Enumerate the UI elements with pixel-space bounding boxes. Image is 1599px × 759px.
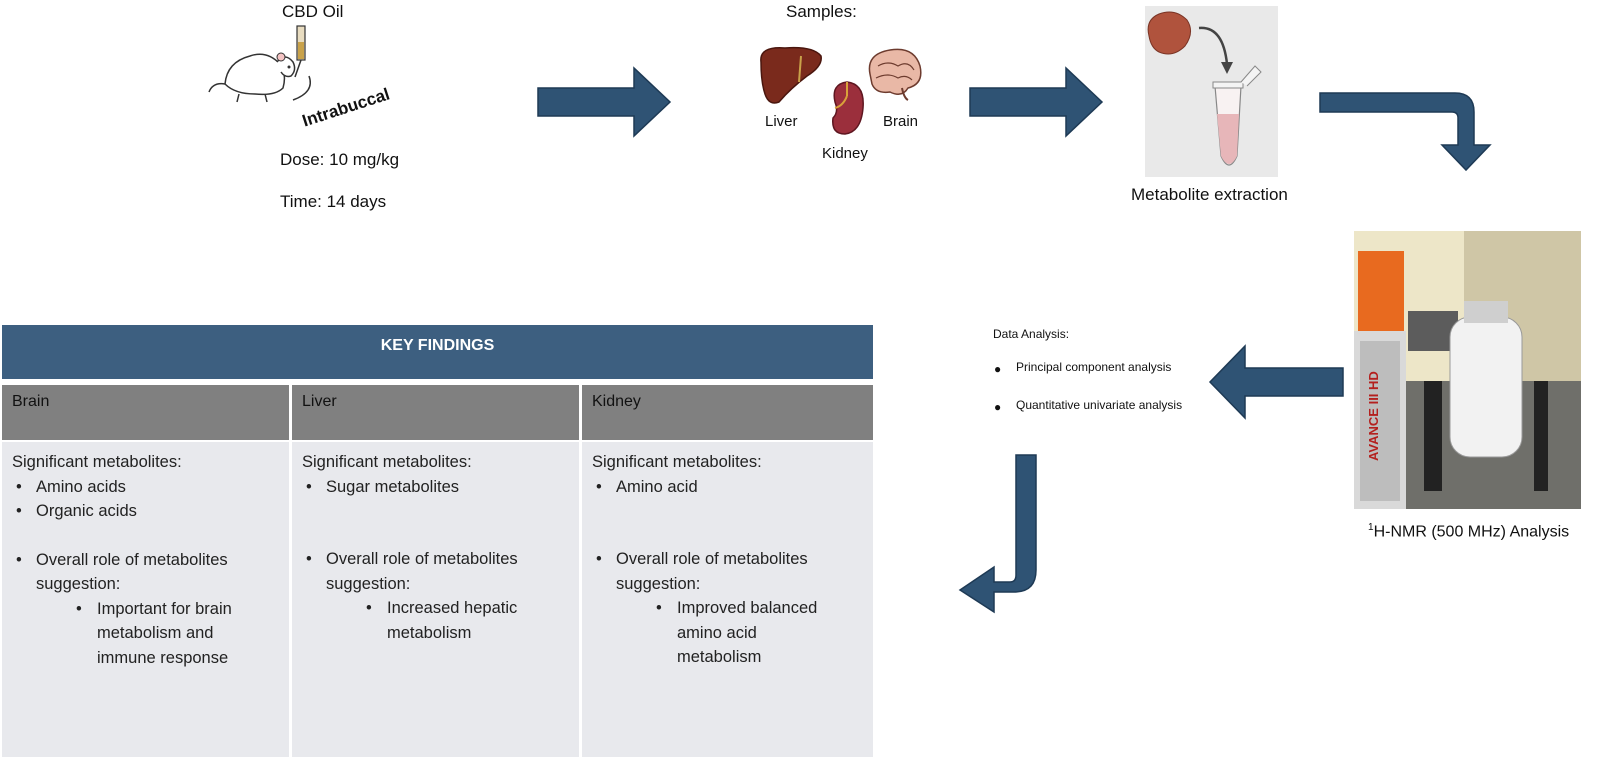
role-text: immune response	[97, 648, 229, 667]
kidney-icon	[832, 81, 864, 135]
analysis-item-pca: Principal component analysis	[1016, 360, 1172, 374]
arrow-right-1	[537, 66, 672, 138]
sig-title: Significant metabolites:	[592, 453, 762, 471]
bullet-icon: ●	[994, 362, 1002, 376]
role-line: suggestion:	[36, 575, 121, 593]
rat-icon	[208, 25, 311, 103]
arrow-right-2	[969, 66, 1104, 138]
arrow-bend-left	[958, 454, 1037, 614]
extraction-image	[1145, 6, 1278, 177]
role-text: metabolism	[677, 648, 762, 666]
role-heading: Overall role of metabolites suggestion:	[12, 548, 279, 597]
list-item: Sugar metabolites	[302, 475, 569, 500]
role-heading: Overall role of metabolites suggestion:	[302, 547, 569, 596]
role-text: Important for brain	[97, 599, 232, 618]
role-text: metabolism and	[97, 624, 214, 642]
nmr-analysis-label: 1H-NMR (500 MHz) Analysis	[1368, 522, 1569, 541]
column-body-brain: Significant metabolites: Amino acids Org…	[2, 442, 289, 757]
role-heading: Overall role of metabolites suggestion:	[592, 547, 863, 596]
analysis-item-univariate: Quantitative univariate analysis	[1016, 398, 1183, 412]
role-item: Improved balanced amino acid metabolism	[592, 596, 863, 670]
role-text: Increased hepatic	[387, 599, 518, 617]
column-header-liver: Liver	[292, 385, 579, 440]
liver-label: Liver	[765, 113, 798, 130]
role-item: Increased hepatic metabolism	[302, 596, 569, 645]
sig-title: Significant metabolites:	[302, 453, 472, 471]
list-item: Amino acids	[12, 475, 279, 500]
column-body-liver: Significant metabolites: Sugar metabolit…	[292, 442, 579, 757]
brain-label: Brain	[883, 113, 919, 130]
role-text: amino acid	[677, 623, 757, 642]
kidney-label: Kidney	[822, 145, 868, 162]
list-item: Organic acids	[12, 499, 279, 524]
role-line: suggestion:	[326, 574, 411, 593]
cbd-oil-title: CBD Oil	[282, 2, 344, 21]
key-findings-header: KEY FINDINGS	[2, 325, 873, 379]
role-line: Overall role of metabolites	[36, 550, 228, 569]
instrument-label: AVANCE III HD	[1366, 371, 1381, 461]
arrow-bend-down	[1319, 92, 1492, 172]
list-item: Amino acid	[592, 475, 863, 500]
column-body-kidney: Significant metabolites: Amino acid Over…	[582, 442, 873, 757]
nmr-superscript: 1	[1368, 522, 1374, 533]
role-line: Overall role of metabolites	[616, 550, 808, 568]
tube-icon	[1147, 11, 1262, 166]
bullet-icon: ●	[994, 400, 1002, 414]
arrow-left	[1208, 344, 1344, 420]
data-analysis-title: Data Analysis:	[993, 327, 1070, 341]
column-header-brain: Brain	[2, 385, 289, 440]
role-text: metabolism	[387, 623, 472, 642]
nmr-analysis-text: H-NMR (500 MHz) Analysis	[1373, 523, 1570, 541]
role-item: Important for brain metabolism and immune …	[12, 597, 279, 671]
column-header-kidney: Kidney	[582, 385, 873, 440]
nmr-illustration	[1354, 231, 1581, 509]
nmr-instrument-photo: AVANCE III HD	[1354, 231, 1581, 509]
samples-title: Samples:	[786, 2, 857, 21]
role-text: Improved balanced	[677, 599, 818, 617]
brain-icon	[868, 48, 922, 101]
dose-label: Dose: 10 mg/kg	[280, 150, 400, 169]
time-label: Time: 14 days	[280, 192, 387, 211]
liver-icon	[760, 46, 822, 104]
sig-title: Significant metabolites:	[12, 453, 182, 471]
role-line: suggestion:	[616, 574, 701, 593]
extraction-label: Metabolite extraction	[1131, 185, 1288, 204]
role-line: Overall role of metabolites	[326, 550, 518, 568]
